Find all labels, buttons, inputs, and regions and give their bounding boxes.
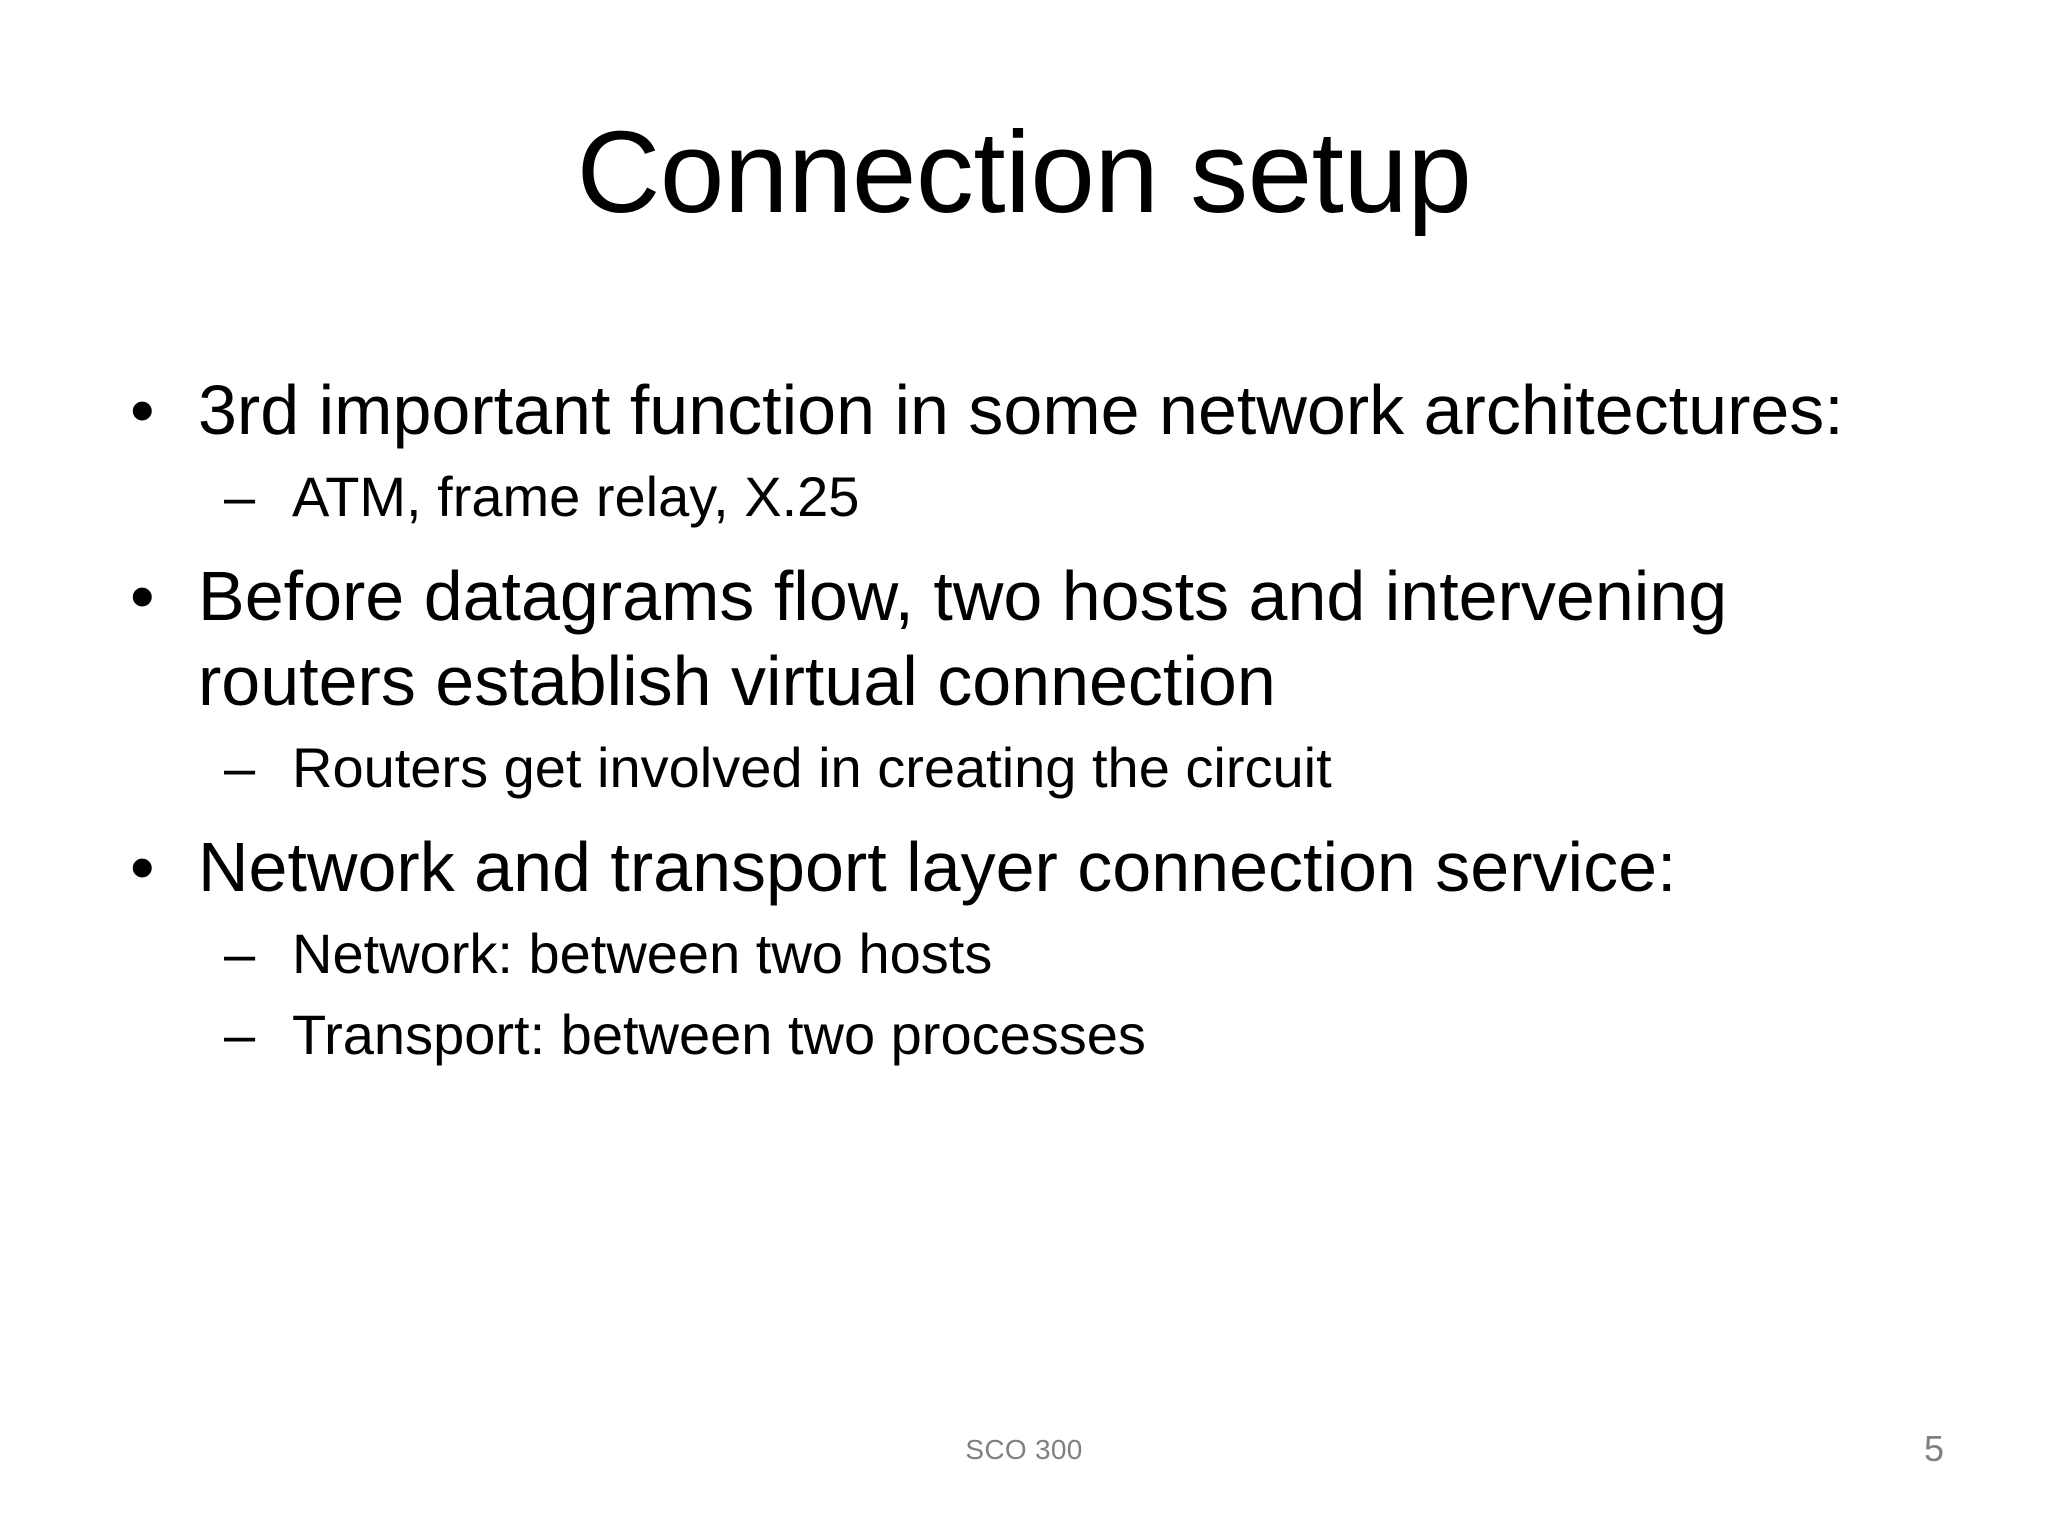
list-item: – Routers get involved in creating the c… xyxy=(112,734,1942,802)
list-item-label: Network: between two hosts xyxy=(292,922,993,986)
bullet-dash-icon: – xyxy=(224,465,256,529)
list-item: • Network and transport layer connection… xyxy=(112,825,1942,910)
page-title: Connection setup xyxy=(576,107,1472,237)
slide-footer-text: SCO 300 xyxy=(965,1434,1083,1465)
list-item-label: Routers get involved in creating the cir… xyxy=(292,736,1332,800)
list-item: • Before datagrams flow, two hosts and i… xyxy=(112,554,1942,725)
slide-body-content: • 3rd important function in some network… xyxy=(112,368,1942,1081)
list-item: – Network: between two hosts xyxy=(112,920,1942,988)
list-item: • 3rd important function in some network… xyxy=(112,368,1942,453)
list-item-label: Transport: between two processes xyxy=(292,1002,1146,1066)
slide-page-number: 5 xyxy=(1923,1428,1944,1469)
list-item: – ATM, frame relay, X.25 xyxy=(112,463,1942,531)
list-item-label: Before datagrams flow, two hosts and int… xyxy=(198,556,1728,721)
bullet-dash-icon: – xyxy=(224,1002,256,1066)
list-item-label: 3rd important function in some network a… xyxy=(198,371,1844,449)
bullet-dot-icon: • xyxy=(130,371,155,449)
bullet-dot-icon: • xyxy=(130,556,155,635)
list-item-label: Network and transport layer connection s… xyxy=(198,827,1677,906)
list-item: – Transport: between two processes xyxy=(112,1001,1942,1069)
bullet-dot-icon: • xyxy=(130,827,155,906)
bullet-dash-icon: – xyxy=(224,736,256,800)
bullet-dash-icon: – xyxy=(224,922,256,986)
list-item-label: ATM, frame relay, X.25 xyxy=(292,465,860,529)
